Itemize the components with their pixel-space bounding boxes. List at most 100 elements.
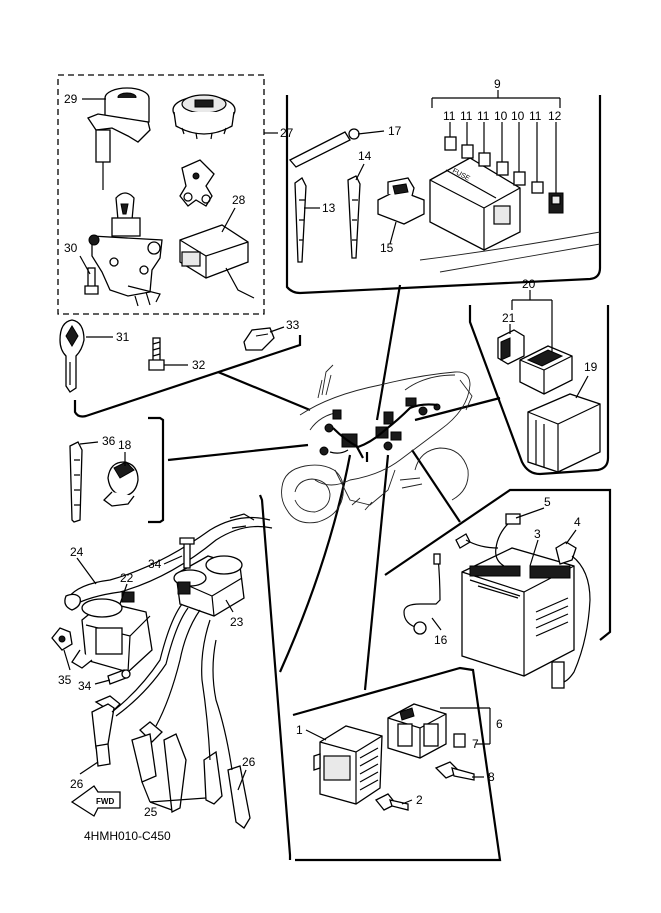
motorcycle-wiring-highlight xyxy=(319,397,441,462)
ignition-set-parts xyxy=(59,87,275,393)
callout-26b: 26 xyxy=(242,755,256,769)
callout-4: 4 xyxy=(574,515,581,529)
part-25-plug-leads xyxy=(91,603,251,829)
part-13-cable-tie xyxy=(294,177,307,263)
part-2-bolt xyxy=(374,793,409,811)
callout-1: 1 xyxy=(296,723,303,737)
callout-11b: 11 xyxy=(460,109,473,123)
callout-34a: 34 xyxy=(148,557,162,571)
callout-10a: 10 xyxy=(494,109,508,123)
callout-15: 15 xyxy=(380,241,394,255)
relay-callout-tree xyxy=(509,290,589,399)
part-36-band xyxy=(69,441,83,523)
callout-5: 5 xyxy=(544,495,551,509)
part-15-holder xyxy=(377,177,425,225)
callout-19: 19 xyxy=(584,360,598,374)
part-22-coil xyxy=(71,591,153,673)
callout-28: 28 xyxy=(232,193,246,207)
callout-3: 3 xyxy=(534,527,541,541)
callout-2: 2 xyxy=(416,793,423,807)
part-4-lead xyxy=(551,541,591,689)
callout-11d: 11 xyxy=(529,109,542,123)
callout-10b: 10 xyxy=(511,109,525,123)
callout-32: 32 xyxy=(192,358,206,372)
callout-25: 25 xyxy=(144,805,158,819)
part-34-screws xyxy=(107,537,195,685)
callout-9: 9 xyxy=(494,77,501,91)
part-7-fuse xyxy=(453,733,466,748)
part-19-control-unit xyxy=(527,393,601,473)
callout-11a: 11 xyxy=(443,109,456,123)
part-24-wire-harness xyxy=(64,513,273,611)
callout-30: 30 xyxy=(64,241,78,255)
callout-21: 21 xyxy=(502,311,516,325)
callout-13: 13 xyxy=(322,201,336,215)
fwd-arrow-label: FWD xyxy=(96,797,114,806)
part-16-breather xyxy=(403,553,441,635)
rectifier-parts xyxy=(313,703,491,811)
callout-16: 16 xyxy=(434,633,448,647)
part-17-wire-lead xyxy=(288,128,360,168)
callout-26a: 26 xyxy=(70,777,84,791)
relay-parts xyxy=(497,290,601,473)
battery-group-border xyxy=(384,488,612,641)
part-31-key xyxy=(59,319,85,393)
part-29-lock-cylinder xyxy=(87,87,151,190)
part-9-fuse-box xyxy=(419,157,601,273)
top-right-group-border xyxy=(285,95,602,295)
callout-7: 7 xyxy=(472,737,479,751)
drawing-code: 4HMH010-C450 xyxy=(84,829,171,843)
callout-33: 33 xyxy=(286,318,300,332)
part-small-bracket xyxy=(179,159,215,207)
fuse-box-parts xyxy=(288,90,601,273)
callout-24: 24 xyxy=(70,545,84,559)
callout-14: 14 xyxy=(358,149,372,163)
coil-parts xyxy=(51,513,273,829)
part-fuses-row xyxy=(444,136,564,214)
callout-17: 17 xyxy=(388,124,402,138)
callout-22: 22 xyxy=(120,571,134,585)
rectifier-group-border xyxy=(292,666,502,862)
group-borders xyxy=(57,74,612,862)
callout-18: 18 xyxy=(118,438,132,452)
part-21-relay-small xyxy=(497,329,525,365)
callout-numbers: 29 27 28 30 31 32 33 9 11 11 11 10 10 11… xyxy=(58,77,598,819)
callout-20: 20 xyxy=(522,277,536,291)
part-main-switch xyxy=(88,192,163,307)
callout-29: 29 xyxy=(64,92,78,106)
clip-group-border xyxy=(148,416,165,524)
fuse-callout-tree xyxy=(431,90,561,193)
callout-6: 6 xyxy=(496,717,503,731)
part-35-washer xyxy=(51,627,73,651)
connector-lines xyxy=(167,284,501,691)
callout-23: 23 xyxy=(230,615,244,629)
part-1-rectifier xyxy=(313,725,383,805)
part-30-bolt xyxy=(84,267,99,295)
part-20-relay xyxy=(519,345,573,395)
callout-leaders xyxy=(63,98,577,811)
callout-12: 12 xyxy=(548,109,562,123)
rectifier-callout-tree xyxy=(440,707,491,745)
coil-group-border xyxy=(258,494,292,860)
callout-36: 36 xyxy=(102,434,116,448)
callout-34b: 34 xyxy=(78,679,92,693)
part-28-ecu xyxy=(179,224,255,299)
ignition-set-dashed-box xyxy=(57,74,265,315)
part-18-clamp xyxy=(103,461,139,507)
fwd-arrow xyxy=(70,785,121,817)
part-14-cable-tie xyxy=(347,175,361,259)
callout-11c: 11 xyxy=(477,109,490,123)
part-33-clip xyxy=(243,327,275,351)
top-left-group-border xyxy=(73,335,302,418)
part-32-bolt xyxy=(148,337,165,371)
callout-27: 27 xyxy=(280,126,294,140)
relay-group-border xyxy=(468,305,610,476)
part-8-bolt xyxy=(434,761,475,781)
part-6-relay-block xyxy=(387,703,447,759)
callout-8: 8 xyxy=(488,770,495,784)
motorcycle-outline xyxy=(281,364,473,524)
part-ignition-cap xyxy=(172,94,236,140)
part-3-battery xyxy=(461,547,575,677)
